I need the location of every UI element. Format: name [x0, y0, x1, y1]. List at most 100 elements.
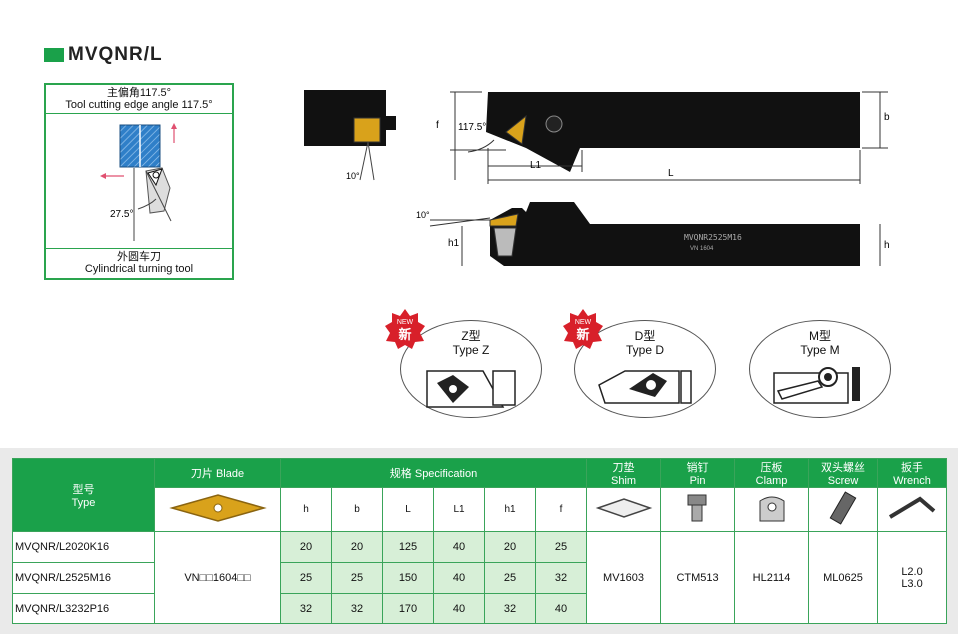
pin-header: 销钉 Pin [660, 458, 736, 488]
title-marker [44, 48, 64, 62]
shim-header: 刀垫 Shim [586, 458, 662, 488]
new-badge-icon: NEW 新 [563, 309, 603, 349]
table-row: MVQNR/L3232P16 32 32 170 40 32 40 [12, 593, 947, 624]
screw-header: 双头螺丝 Screw [808, 458, 879, 488]
model-cell: MVQNR/L2020K16 [12, 531, 155, 563]
new-badge-cn: 新 [576, 327, 589, 342]
spec-header: 规格 Specification [279, 458, 588, 488]
panel-footer: 外圆车刀 Cylindrical turning tool [46, 248, 232, 278]
wrench-code-cell: L2.0 L3.0 [877, 531, 948, 624]
spec-value: 40 [433, 593, 485, 624]
spec-value: 20 [331, 531, 383, 563]
angle-label: 27.5° [110, 209, 133, 220]
wrench-header-cn: 扳手 [901, 462, 924, 474]
spec-value: 32 [331, 593, 383, 624]
panel-header-en: Tool cutting edge angle 117.5° [65, 99, 213, 111]
tool-drawing: 10° f 117.5° L1 L b MVQNR2525M16 VN 1604… [304, 90, 890, 266]
dim-b: b [884, 112, 890, 123]
shim-code-cell: MV1603 [586, 531, 662, 624]
type-z-label: Z型 Type Z [401, 329, 541, 357]
spec-value: 25 [484, 562, 536, 594]
panel-footer-en: Cylindrical turning tool [84, 263, 194, 275]
table-row: MVQNR/L2525M16 25 25 150 40 25 32 [12, 562, 947, 594]
clamp-header-cn: 压板 [760, 462, 783, 474]
spec-col-b: b [331, 487, 383, 532]
spec-value: 25 [534, 531, 588, 563]
engraving-small: VN 1604 [690, 246, 714, 252]
table-row: MVQNR/L2020K16 VN□□1604□□ 20 20 125 40 2… [12, 531, 948, 624]
clamp-icon [759, 496, 785, 522]
type-header: 型号 Type [12, 458, 155, 532]
cutting-angle-panel: 主偏角117.5° Tool cutting edge angle 117.5°… [44, 83, 234, 280]
panel-footer-cn: 外圆车刀 [117, 251, 161, 263]
title-text: MVQNR/L [68, 44, 163, 65]
wrench-code-2: L3.0 [901, 577, 923, 590]
type-d-label: D型 Type D [575, 329, 715, 357]
wrench-header-en: Wrench [893, 475, 931, 487]
wrench-header: 扳手 Wrench [877, 458, 948, 488]
top-angle-label: 117.5° [458, 122, 486, 133]
type-header-cn: 型号 [72, 484, 95, 496]
pin-image-cell [660, 487, 736, 532]
pin-icon [687, 494, 707, 522]
type-m-label: M型 Type M [750, 329, 890, 357]
model-cell: MVQNR/L2525M16 [12, 562, 155, 594]
dim-L: L [668, 168, 674, 179]
clamp-header-en: Clamp [755, 475, 788, 487]
spec-value: 20 [484, 531, 536, 563]
clamp-code-cell: HL2114 [734, 531, 810, 624]
dim-h: h [884, 240, 890, 251]
cutting-diagram: 27.5° [100, 123, 177, 241]
spec-col-h1: h1 [484, 487, 536, 532]
spec-value: 20 [280, 531, 332, 563]
new-badge-en: NEW [575, 319, 592, 326]
tool-side-view [490, 202, 860, 266]
new-badge-en: NEW [397, 319, 414, 326]
spec-value: 40 [433, 531, 485, 563]
engraving-model: MVQNR2525M16 [684, 233, 742, 242]
type-m-cn: M型 [809, 329, 831, 343]
spec-value: 170 [382, 593, 434, 624]
type-d-en: Type D [625, 343, 664, 357]
panel-header: 主偏角117.5° Tool cutting edge angle 117.5° [46, 85, 232, 114]
type-d-illustration [598, 370, 692, 404]
blade-insert-icon [168, 494, 267, 522]
blade-code-cell: VN□□1604□□ [154, 531, 281, 624]
tool-top-view [486, 92, 860, 172]
type-z-cn: Z型 [461, 329, 481, 343]
clamp-header: 压板 Clamp [734, 458, 810, 488]
clamp-image-cell [734, 487, 810, 532]
shim-icon [595, 498, 652, 518]
spec-value: 32 [280, 593, 332, 624]
shim-header-en: Shim [611, 475, 637, 487]
new-badge-cn: 新 [398, 327, 411, 342]
wrench-icon [889, 496, 936, 519]
spec-col-h: h [280, 487, 332, 532]
spec-value: 25 [331, 562, 383, 594]
side-angle-label: 10° [416, 210, 430, 220]
wrench-image-cell [877, 487, 948, 532]
pin-header-en: Pin [689, 475, 706, 487]
model-cell: MVQNR/L3232P16 [12, 593, 155, 624]
blade-image-cell [154, 487, 281, 532]
type-z-illustration [426, 370, 516, 408]
type-header-en: Type [71, 497, 96, 509]
type-m-circle: M型 Type M [749, 320, 891, 418]
shim-header-cn: 刀垫 [612, 462, 635, 474]
screw-code-cell: ML0625 [808, 531, 879, 624]
spec-value: 32 [534, 562, 588, 594]
type-z-en: Type Z [452, 343, 490, 357]
product-title: MVQNR/L [44, 44, 163, 66]
new-badge-icon: NEW 新 [385, 309, 425, 349]
spec-col-L1: L1 [433, 487, 485, 532]
screw-image-cell [808, 487, 879, 532]
panel-header-cn: 主偏角117.5° [106, 87, 172, 99]
spec-value: 40 [433, 562, 485, 594]
spec-value: 40 [534, 593, 588, 624]
dim-f: f [436, 120, 439, 131]
type-m-en: Type M [800, 343, 840, 357]
spec-col-L: L [382, 487, 434, 532]
dim-L1: L1 [530, 160, 542, 171]
screw-header-cn: 双头螺丝 [821, 462, 866, 474]
spec-value: 150 [382, 562, 434, 594]
